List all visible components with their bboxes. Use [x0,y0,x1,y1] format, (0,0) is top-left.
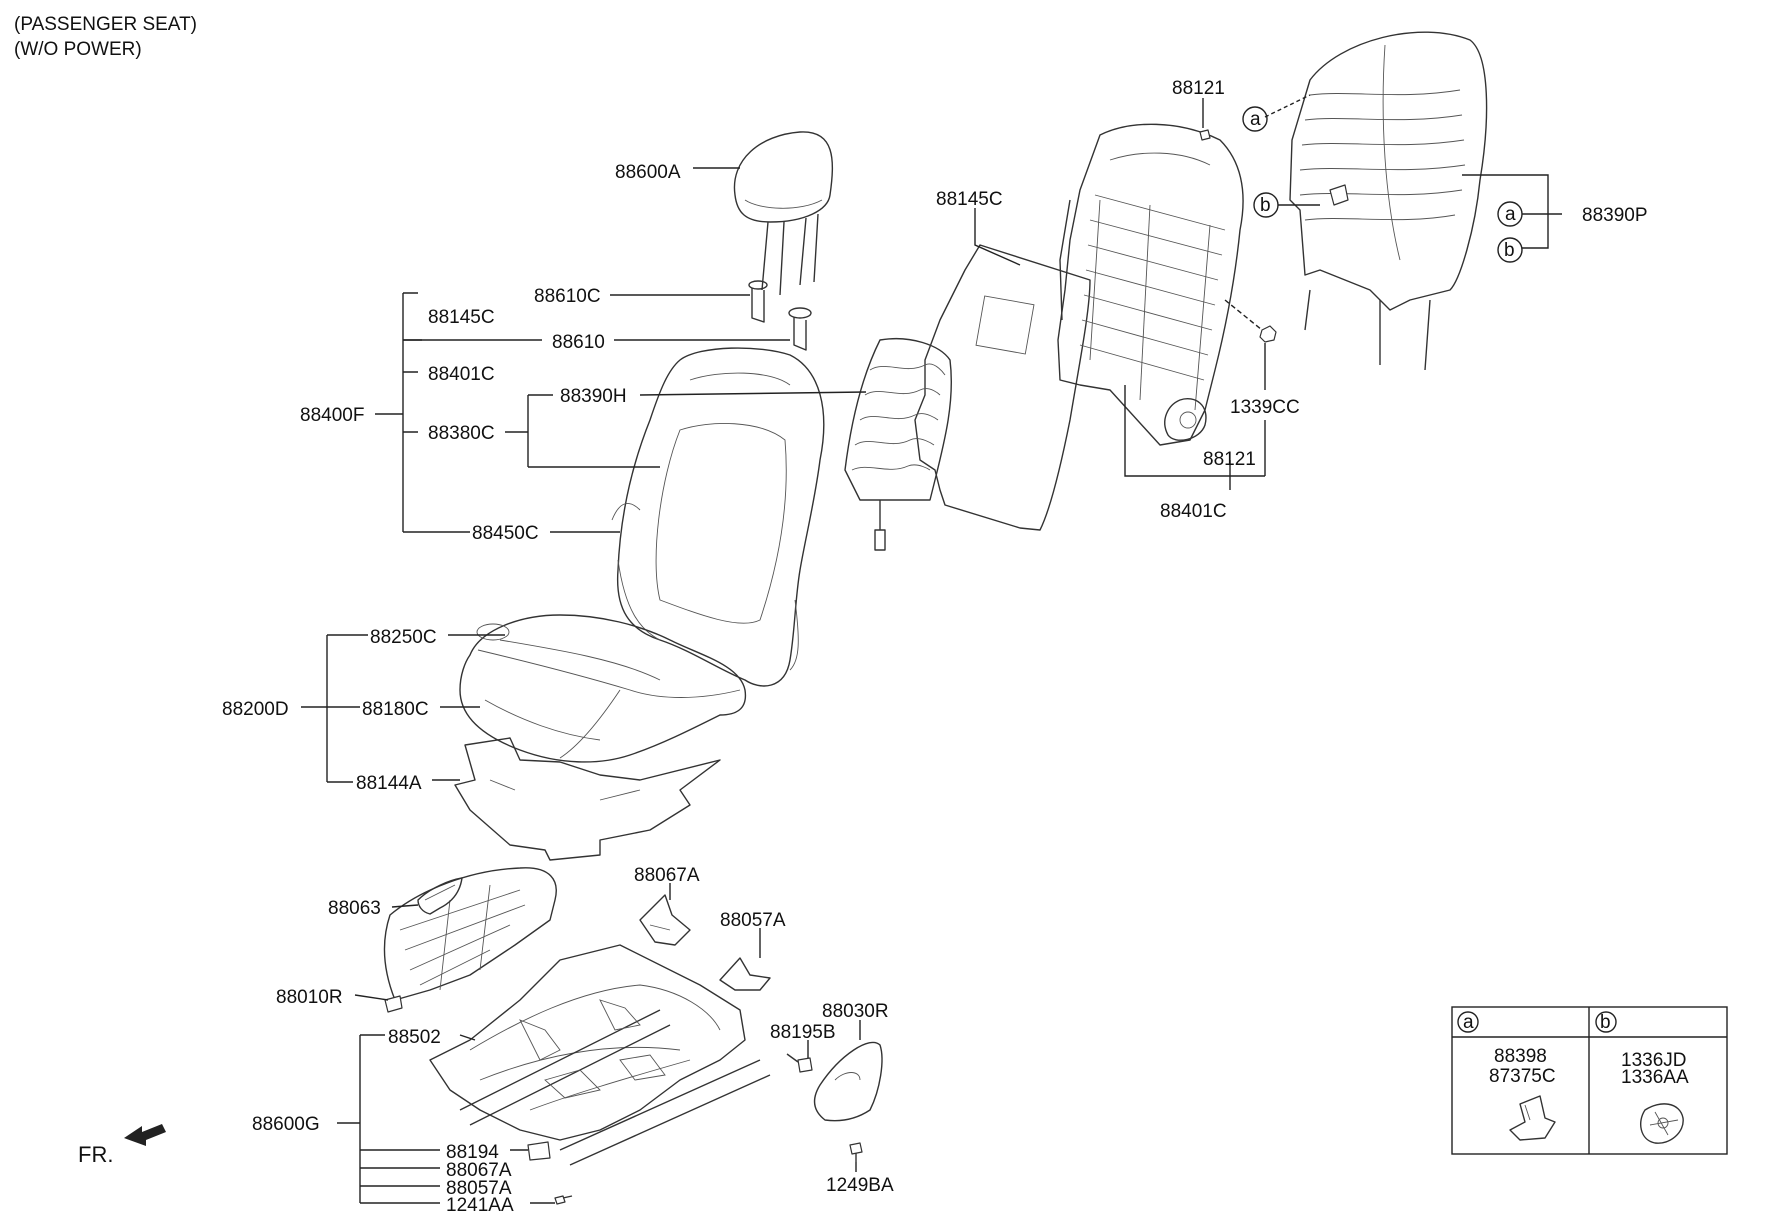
callout-88400f[interactable]: 88400F [300,405,364,426]
callout-88057a-bot[interactable]: 88057A [446,1178,512,1199]
bracket-88057a-part[interactable] [719,957,771,991]
side-cover-part[interactable] [383,867,557,1013]
callout-88195b[interactable]: 88195B [770,1022,836,1043]
callout-88250c[interactable]: 88250C [370,627,437,648]
clip-88121-part[interactable] [1199,129,1211,141]
callout-88144a[interactable]: 88144A [356,773,422,794]
legend-b-part-1[interactable]: 1336JD [1621,1050,1687,1071]
callout-88121-low[interactable]: 88121 [1203,449,1256,470]
callout-1339cc[interactable]: 1339CC [1230,397,1300,418]
seat-cushion-part[interactable] [459,614,747,763]
callout-88401c-left[interactable]: 88401C [428,364,495,385]
back-frame-part[interactable] [1057,123,1244,446]
headrest-part[interactable] [733,131,834,296]
callout-1249ba[interactable]: 1249BA [826,1175,894,1196]
callout-88067a-top[interactable]: 88067A [634,865,700,886]
legend-a-part-1[interactable]: 88398 [1494,1046,1547,1067]
reference-circles: a b a b [1242,106,1523,263]
leader-lines [301,94,1562,1204]
seatback-cushion-part[interactable] [611,347,825,687]
callout-labels: 88121 88600A 88145C 88390P 88610C 88145C… [222,78,1648,1211]
callout-88057a-top[interactable]: 88057A [720,910,786,931]
back-cover-part[interactable] [1289,31,1488,371]
headrest-guide-part[interactable] [748,280,812,351]
knob-88063-part[interactable] [417,877,463,915]
callout-88380c[interactable]: 88380C [428,423,495,444]
legend-table: a b 88398 87375C 1336JD 1336AA [1451,1006,1728,1155]
callout-1241aa[interactable]: 1241AA [446,1195,514,1211]
ref-circle-a-right: a [1505,204,1516,225]
callout-88600g[interactable]: 88600G [252,1114,320,1135]
callout-88502[interactable]: 88502 [388,1027,441,1048]
callout-88030r[interactable]: 88030R [822,1001,889,1022]
nut-1339cc-part[interactable] [1259,325,1277,343]
callout-88401c-right[interactable]: 88401C [1160,501,1227,522]
ref-circle-b-right: b [1504,240,1515,261]
header-line-2: (W/O POWER) [14,39,142,60]
lumbar-mat-part[interactable] [844,338,953,551]
bracket-88067a-part[interactable] [639,894,691,946]
callout-88610[interactable]: 88610 [552,332,605,353]
callout-88067a-bot[interactable]: 88067A [446,1160,512,1181]
callout-88145c[interactable]: 88145C [428,307,495,328]
callout-88121-top[interactable]: 88121 [1172,78,1225,99]
ref-circle-b-top: b [1260,195,1271,216]
callout-88610c[interactable]: 88610C [534,286,601,307]
callout-88600a[interactable]: 88600A [615,162,681,183]
callout-88180c[interactable]: 88180C [362,699,429,720]
screw-1249ba-part[interactable] [849,1142,863,1162]
front-direction-arrow: FR. [78,1124,166,1167]
switch-88194-part[interactable] [527,1141,551,1161]
legend-grommet-drawing [1639,1103,1684,1144]
legend-key-b: b [1600,1012,1611,1033]
cushion-pad-sheet-part[interactable] [454,737,721,861]
legend-b-part-2[interactable]: 1336AA [1621,1067,1689,1088]
callout-88145c-board[interactable]: 88145C [936,189,1003,210]
callout-88063[interactable]: 88063 [328,898,381,919]
back-board-part[interactable] [914,244,1091,531]
legend-a-part-2[interactable]: 87375C [1489,1066,1556,1087]
legend-key-a: a [1463,1012,1474,1033]
callout-88450c[interactable]: 88450C [472,523,539,544]
callout-88390p[interactable]: 88390P [1582,205,1648,226]
seat-track-frame-part[interactable] [429,944,771,1166]
bolt-88195b-part[interactable] [786,1053,813,1073]
screw-1241aa-part[interactable] [554,1195,573,1205]
callout-88200d[interactable]: 88200D [222,699,289,720]
callout-88194[interactable]: 88194 [446,1142,499,1163]
header-line-1: (PASSENGER SEAT) [14,14,197,35]
callout-88390h[interactable]: 88390H [560,386,627,407]
legend-clip-drawing [1509,1095,1556,1141]
shield-88030r-part[interactable] [813,1041,883,1122]
callout-88010r[interactable]: 88010R [276,987,343,1008]
ref-circle-a-top: a [1250,109,1261,130]
front-label: FR. [78,1142,113,1167]
